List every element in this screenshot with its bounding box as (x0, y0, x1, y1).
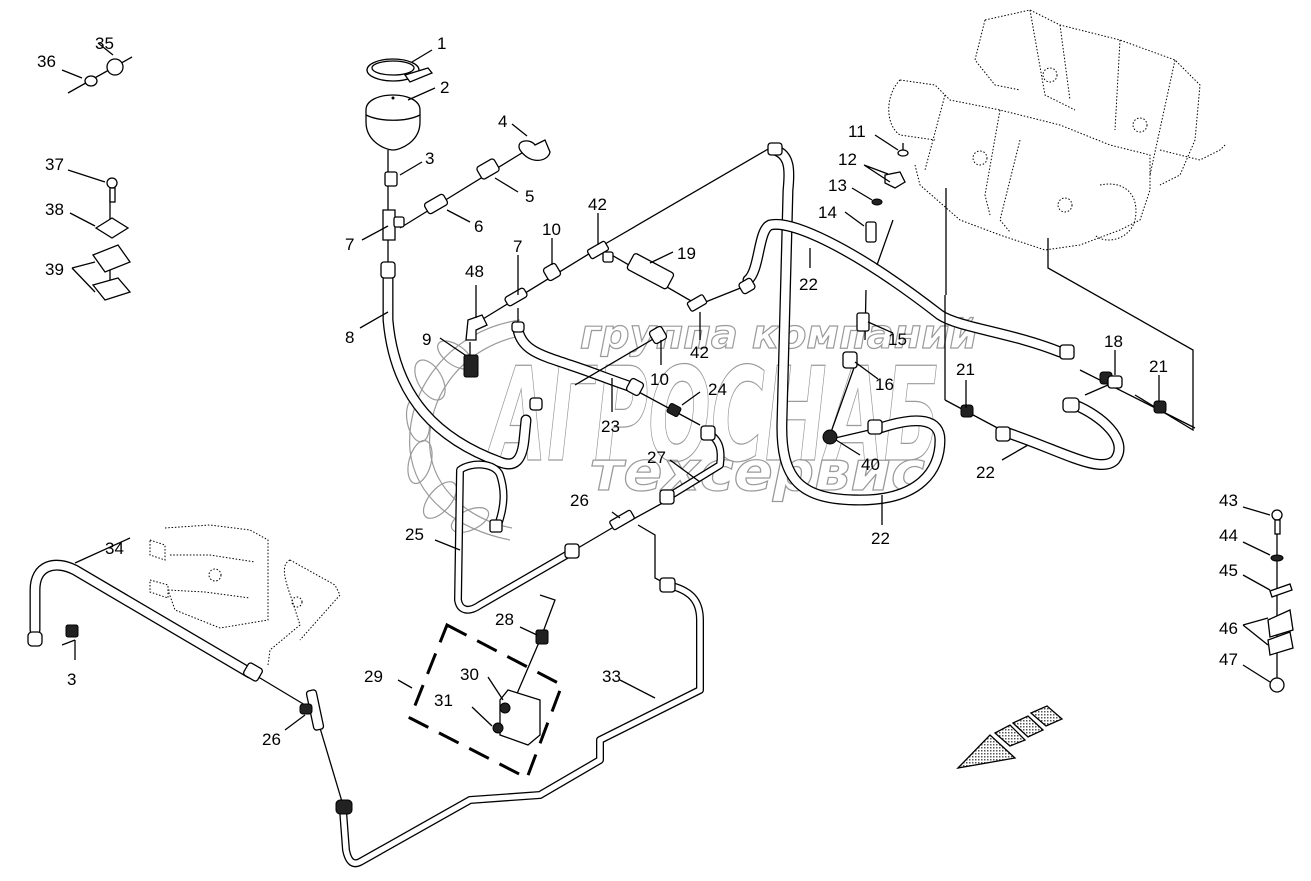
callout-23: 23 (601, 417, 620, 436)
callout-7: 7 (513, 237, 522, 256)
accumulator-part-2 (365, 94, 421, 151)
callout-21: 21 (956, 360, 975, 379)
valve-block (149, 524, 341, 666)
callout-19: 19 (677, 244, 696, 263)
callout-30: 30 (460, 665, 479, 684)
callout-14: 14 (818, 203, 837, 222)
valve-assembly-boundary-29 (408, 622, 564, 781)
callout-10: 10 (650, 370, 669, 389)
leader-lines (61, 42, 1271, 731)
callout-labels: 1 2 3 3 4 5 6 7 7 8 9 10 10 11 12 13 14 … (37, 34, 1238, 749)
callout-40: 40 (861, 455, 880, 474)
callout-15: 15 (888, 330, 907, 349)
callout-8: 8 (345, 328, 354, 347)
clamp-part-1 (366, 58, 434, 83)
callout-1: 1 (437, 34, 446, 53)
callout-6: 6 (474, 217, 483, 236)
callout-3: 3 (425, 149, 434, 168)
callout-22: 22 (976, 463, 995, 482)
callout-21: 21 (1149, 357, 1168, 376)
callout-38: 38 (45, 200, 64, 219)
callout-13: 13 (828, 176, 847, 195)
direction-arrow-icon (956, 705, 1064, 769)
callout-12: 12 (838, 150, 857, 169)
pump-assembly (888, 9, 1226, 432)
callout-44: 44 (1219, 526, 1238, 545)
callout-22: 22 (799, 275, 818, 294)
callout-24: 24 (708, 380, 727, 399)
callout-39: 39 (45, 260, 64, 279)
callout-48: 48 (465, 262, 484, 281)
callout-2: 2 (440, 78, 449, 97)
callout-18: 18 (1104, 332, 1123, 351)
watermark-line3: техсервис (590, 440, 925, 503)
callout-47: 47 (1219, 650, 1238, 669)
callout-5: 5 (525, 187, 534, 206)
fittings (27, 58, 1294, 815)
callout-7: 7 (345, 235, 354, 254)
callout-45: 45 (1219, 561, 1238, 580)
callout-10: 10 (542, 220, 561, 239)
pipes (29, 144, 1125, 868)
callout-42: 42 (588, 195, 607, 214)
callout-28: 28 (495, 610, 514, 629)
callout-3: 3 (67, 670, 76, 689)
callout-31: 31 (434, 691, 453, 710)
callout-27: 27 (647, 448, 666, 467)
callout-11: 11 (848, 122, 866, 141)
callout-43: 43 (1219, 491, 1238, 510)
callout-35: 35 (95, 34, 114, 53)
callout-9: 9 (422, 330, 431, 349)
callout-33: 33 (602, 667, 621, 686)
callout-22: 22 (871, 529, 890, 548)
callout-26: 26 (262, 730, 281, 749)
callout-29: 29 (364, 667, 383, 686)
callout-42: 42 (690, 343, 709, 362)
callout-16: 16 (875, 375, 894, 394)
callout-26: 26 (570, 491, 589, 510)
callout-34: 34 (105, 539, 124, 558)
callout-37: 37 (45, 155, 64, 174)
callout-46: 46 (1219, 619, 1238, 638)
callout-25: 25 (405, 525, 424, 544)
callout-36: 36 (37, 52, 56, 71)
callout-4: 4 (498, 112, 507, 131)
